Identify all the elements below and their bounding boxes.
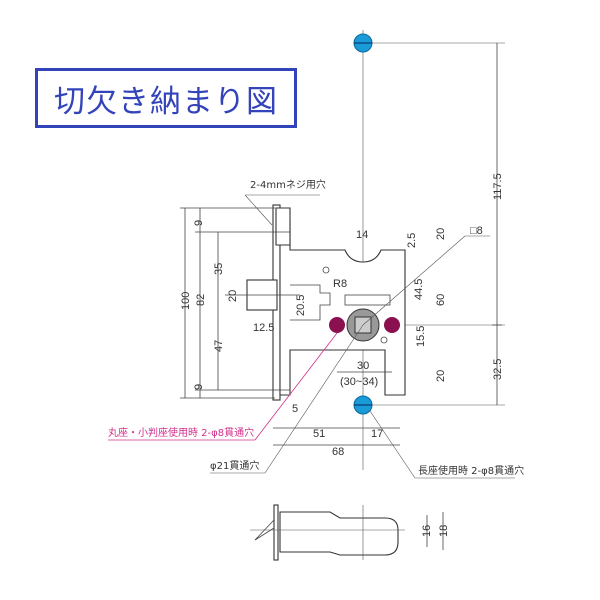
dim-5: 5 bbox=[292, 403, 298, 415]
dim-51: 51 bbox=[313, 428, 325, 440]
dim-2-5: 2.5 bbox=[406, 233, 418, 248]
dim-20-top: 20 bbox=[435, 228, 447, 240]
lock-body bbox=[279, 221, 406, 396]
magenta-hole-left bbox=[329, 317, 345, 333]
dim-35: 35 bbox=[213, 263, 225, 275]
dim-44-5: 44.5 bbox=[413, 279, 425, 300]
round-seat-note: 丸座・小判座使用時 2-φ8貫通穴 bbox=[108, 426, 254, 439]
dim-32-5: 32.5 bbox=[492, 359, 504, 380]
dim-9-bottom: 9 bbox=[193, 384, 205, 390]
screw-holes-label: 2-4mmネジ用穴 bbox=[250, 178, 326, 191]
dim-17: 17 bbox=[371, 428, 383, 440]
dim-9-top: 9 bbox=[193, 220, 205, 226]
dim-82: 82 bbox=[195, 294, 207, 306]
dim-30-34: (30~34) bbox=[340, 376, 378, 388]
bottom-view-body bbox=[279, 511, 399, 556]
dim-12-5: 12.5 bbox=[253, 322, 274, 334]
long-seat-note: 長座使用時 2-φ8貫通穴 bbox=[418, 464, 524, 477]
magenta-hole-right bbox=[384, 317, 400, 333]
dim-30: 30 bbox=[357, 360, 369, 372]
dim-14: 14 bbox=[356, 229, 368, 241]
dim-47: 47 bbox=[213, 340, 225, 352]
dim-r8: R8 bbox=[333, 278, 347, 290]
dim-68: 68 bbox=[332, 446, 344, 458]
dim-60: 60 bbox=[435, 294, 447, 306]
dim-15-5: 15.5 bbox=[415, 326, 427, 347]
dim-square-8: □8 bbox=[470, 225, 483, 237]
dim-20-left: 20 bbox=[227, 290, 239, 302]
dim-16: 16 bbox=[421, 525, 433, 537]
bottom-view-faceplate bbox=[273, 504, 279, 561]
dim-18: 18 bbox=[438, 525, 450, 537]
dim-20-5: 20.5 bbox=[295, 295, 307, 316]
through-hole-21-note: φ21貫通穴 bbox=[210, 459, 259, 472]
diagram-title: 切欠き納まり図 bbox=[35, 68, 297, 128]
dim-20-bottom: 20 bbox=[435, 370, 447, 382]
dim-117-5: 117.5 bbox=[492, 173, 504, 200]
dim-100: 100 bbox=[180, 292, 192, 310]
